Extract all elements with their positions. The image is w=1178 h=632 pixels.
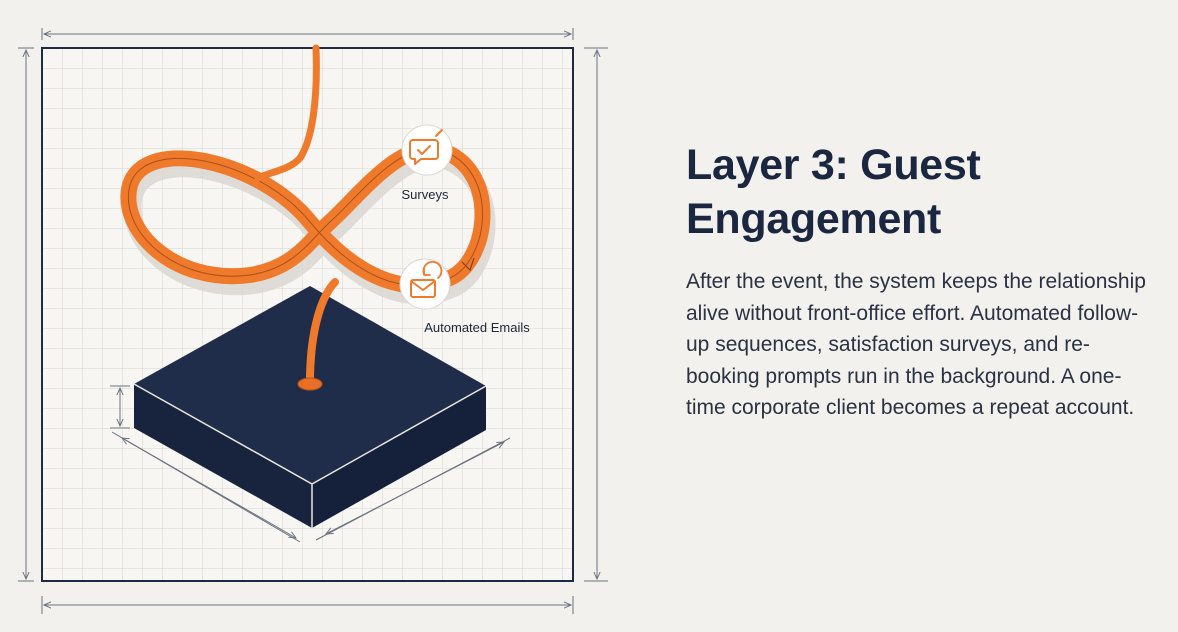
dimension-lines <box>18 28 608 614</box>
block-dimension-lines <box>110 385 511 543</box>
infinity-loop <box>120 44 491 386</box>
survey-chat-check-icon <box>401 124 453 176</box>
surveys-label: Surveys <box>402 187 449 202</box>
automated-emails-label: Automated Emails <box>424 320 530 335</box>
email-refresh-icon <box>399 258 451 310</box>
layer-description: After the event, the system keeps the re… <box>686 270 1146 419</box>
text-panel: Layer 3: Guest Engagement After the even… <box>686 138 1156 424</box>
connection-point <box>297 377 323 391</box>
loop-shadow <box>123 149 496 305</box>
layer-heading: Layer 3: Guest Engagement <box>686 141 981 243</box>
engagement-illustration: Surveys Automated Emails <box>18 28 608 614</box>
grid-frame <box>41 47 574 582</box>
